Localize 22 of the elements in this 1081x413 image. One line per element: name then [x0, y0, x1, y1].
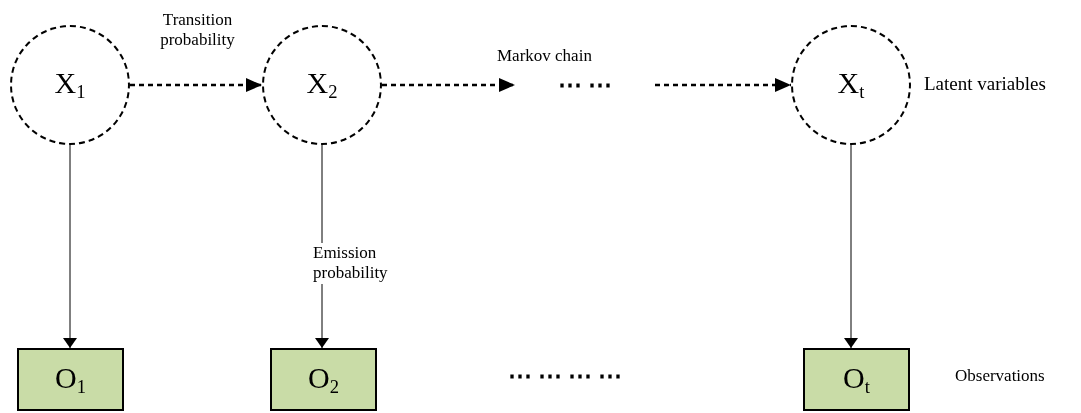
node-label: O$_{t}$ [843, 362, 870, 397]
row-label: Observations [955, 366, 1045, 387]
node-label: O$_{1}$ [55, 362, 86, 397]
ellipsis: ⋯ ⋯ [558, 73, 612, 97]
ellipsis: ⋯ ⋯ ⋯ ⋯ [508, 362, 622, 391]
dashed-arrow [130, 78, 262, 92]
node-label: O$_{2}$ [308, 362, 339, 397]
dashed-arrow [382, 78, 515, 92]
observation-box [17, 348, 124, 411]
observation-box [803, 348, 910, 411]
row-label: Latent variables [924, 73, 1046, 96]
node-label: X$_{t}$ [837, 68, 865, 102]
latent-state-circle [10, 25, 130, 145]
node-label: X$_{2}$ [306, 68, 338, 102]
arrow [63, 144, 77, 349]
node-label: X$_{1}$ [54, 68, 86, 102]
latent-state-circle [791, 25, 911, 145]
arrow [844, 144, 858, 349]
observation-box [270, 348, 377, 411]
latent-state-circle [262, 25, 382, 145]
chain-label: Markov chain [497, 46, 592, 67]
dashed-arrow [655, 78, 791, 92]
